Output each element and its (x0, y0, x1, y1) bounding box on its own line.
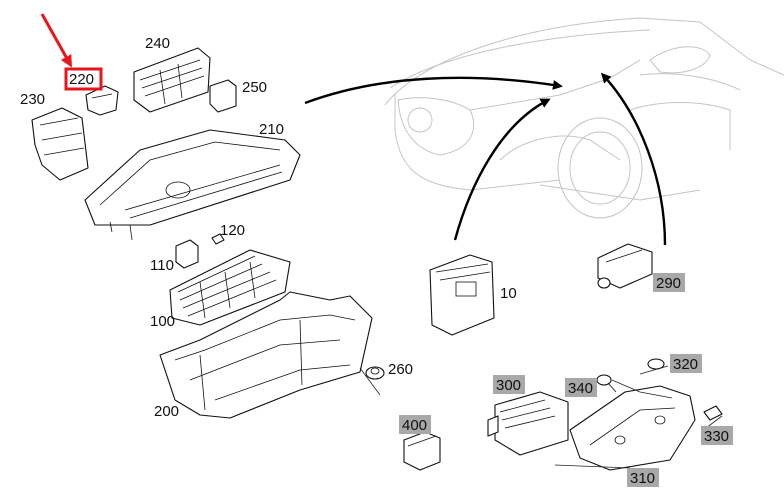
part-110-relay (175, 239, 199, 269)
part-200-housing (159, 291, 373, 419)
vehicle-outline (384, 17, 784, 219)
flow-arrows (304, 72, 667, 246)
part-310-bracket (569, 385, 696, 471)
label-100: 100 (150, 313, 175, 330)
tag-backgrounds (399, 273, 733, 487)
label-320: 320 (673, 356, 698, 373)
part-210-lid (84, 129, 301, 241)
part-100-fusebox (169, 249, 291, 326)
label-230: 230 (20, 91, 45, 108)
highlight-arrow (40, 13, 72, 68)
label-310: 310 (630, 470, 655, 487)
part-330-clip (703, 405, 723, 421)
part-340-screw (596, 374, 617, 393)
label-250: 250 (242, 79, 267, 96)
label-400: 400 (402, 417, 427, 434)
label-290: 290 (656, 275, 681, 292)
label-260: 260 (388, 361, 413, 378)
part-320-nut (647, 358, 665, 370)
label-340: 340 (568, 380, 593, 397)
label-10: 10 (500, 285, 517, 302)
part-300-module (487, 391, 569, 456)
part-120-fuse (211, 233, 225, 245)
label-200: 200 (154, 403, 179, 420)
part-260-nut (365, 366, 385, 380)
label-300: 300 (496, 377, 521, 394)
part-400-connector (403, 431, 441, 471)
part-240-board (133, 47, 211, 113)
label-220: 220 (69, 71, 94, 88)
part-290-sensor (597, 243, 653, 289)
label-120: 120 (220, 222, 245, 239)
label-210: 210 (259, 121, 284, 138)
part-230-cover (31, 107, 89, 181)
label-330: 330 (704, 428, 729, 445)
label-240: 240 (145, 35, 170, 52)
part-250-relay (209, 79, 237, 113)
part-10-control-unit (429, 254, 495, 336)
part-220-bracket (85, 85, 119, 116)
highlight-box (64, 67, 103, 91)
label-110: 110 (150, 257, 174, 274)
